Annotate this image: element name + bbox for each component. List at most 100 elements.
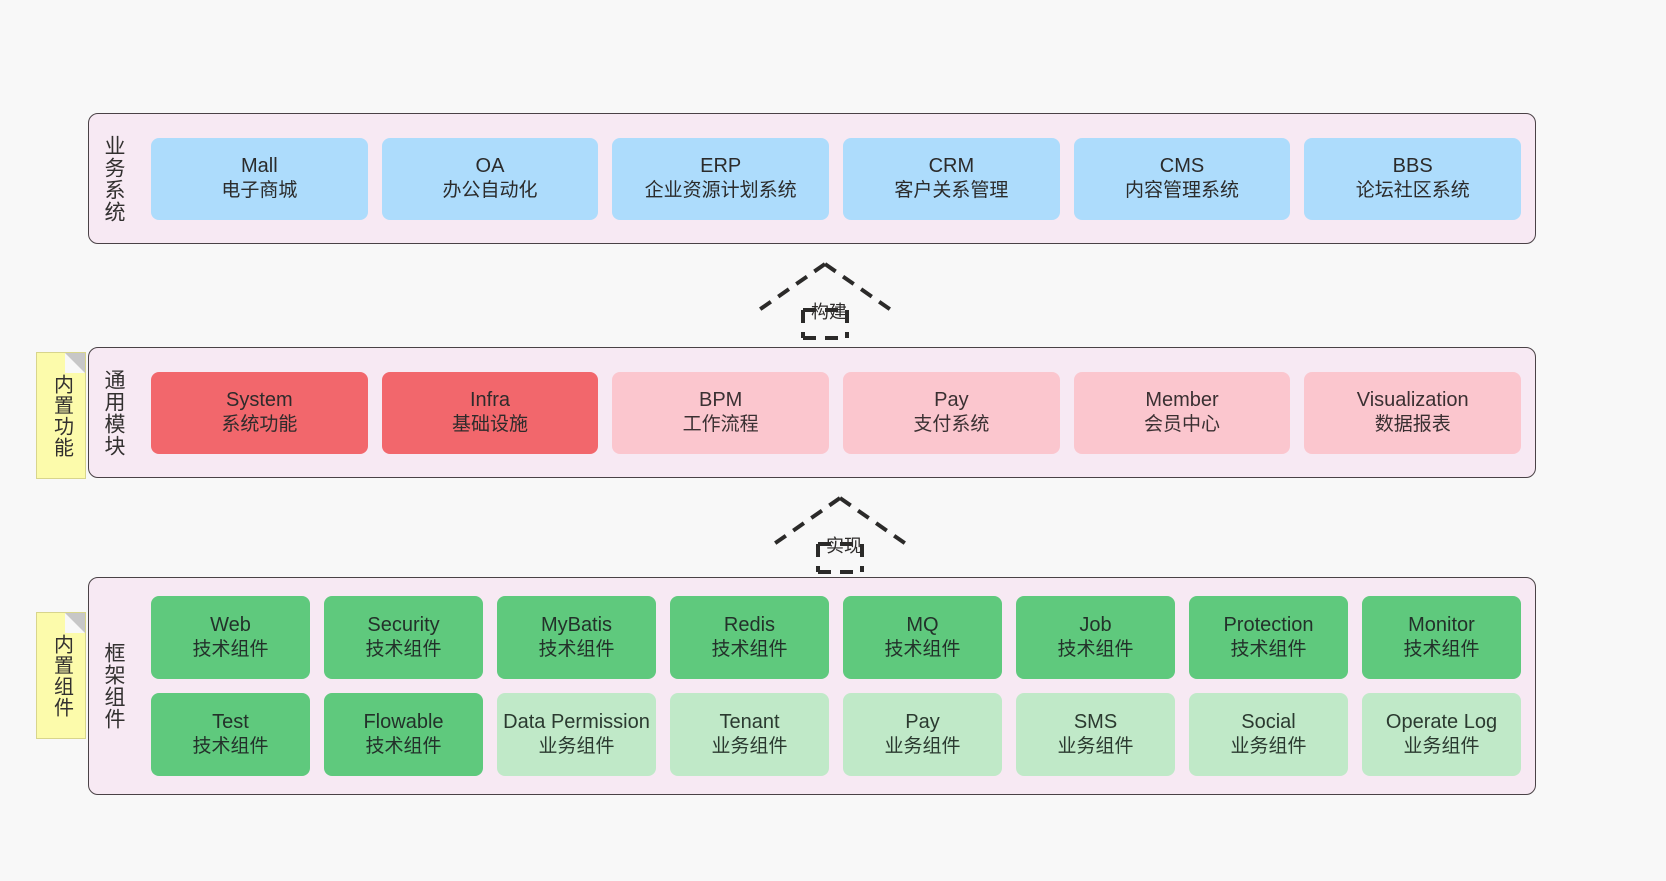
- module-card-name: SMS: [1073, 710, 1118, 733]
- module-card-name: Visualization: [1356, 388, 1469, 411]
- connector-build-label: 构建: [811, 302, 847, 322]
- module-card-desc: 业务组件: [538, 736, 615, 758]
- layer-body-common-modules: System 系统功能 Infra 基础设施 BPM 工作流程 Pay 支付系统 Member 会…: [137, 348, 1535, 477]
- module-card-desc: 会员中心: [1144, 414, 1221, 436]
- layer-common-modules: 通用模块 System 系统功能 Infra 基础设施 BPM 工作流程 Pay 支付系统 Me…: [88, 347, 1536, 478]
- module-card-name: MQ: [906, 613, 939, 636]
- module-card-name: ERP: [700, 154, 742, 177]
- module-card-desc: 技术组件: [1057, 639, 1134, 661]
- layer-title-business-systems: 业务系统: [101, 134, 125, 223]
- module-card-desc: 工作流程: [682, 414, 759, 436]
- module-card-desc: 系统功能: [221, 414, 298, 436]
- module-card-name: CMS: [1159, 154, 1205, 177]
- module-card-desc: 电子商城: [221, 180, 298, 202]
- module-card-desc: 企业资源计划系统: [644, 180, 797, 202]
- module-card-desc: 数据报表: [1374, 414, 1451, 436]
- module-card-name: Infra: [469, 388, 511, 411]
- module-card-social[interactable]: Social 业务组件: [1189, 693, 1348, 776]
- module-card-pay[interactable]: Pay 业务组件: [843, 693, 1002, 776]
- module-card-desc: 技术组件: [538, 639, 615, 661]
- module-card-desc: 客户关系管理: [894, 180, 1009, 202]
- module-card-desc: 技术组件: [1403, 639, 1480, 661]
- module-card-name: Web: [210, 613, 251, 636]
- module-card-desc: 业务组件: [1230, 736, 1307, 758]
- module-card-visualization[interactable]: Visualization 数据报表: [1304, 371, 1522, 454]
- module-card-cms[interactable]: CMS 内容管理系统: [1073, 137, 1291, 220]
- module-card-infra[interactable]: Infra 基础设施: [381, 371, 599, 454]
- module-card-test[interactable]: Test 技术组件: [151, 693, 310, 776]
- module-card-desc: 业务组件: [1057, 736, 1134, 758]
- module-card-name: Operate Log: [1385, 710, 1498, 733]
- module-card-desc: 技术组件: [365, 736, 442, 758]
- layer-title-framework-components: 框架组件: [101, 642, 125, 730]
- module-card-name: Data Permission: [503, 710, 650, 733]
- module-card-job[interactable]: Job 技术组件: [1016, 596, 1175, 679]
- module-card-mq[interactable]: MQ 技术组件: [843, 596, 1002, 679]
- module-card-name: Protection: [1223, 613, 1314, 636]
- module-card-desc: 支付系统: [913, 414, 990, 436]
- module-card-name: Social: [1241, 710, 1296, 733]
- connector-build: 构建: [755, 262, 905, 340]
- module-card-name: Redis: [723, 613, 776, 636]
- module-card-name: Tenant: [719, 710, 780, 733]
- module-card-name: CRM: [928, 154, 975, 177]
- module-card-name: System: [225, 388, 293, 411]
- note-builtin-features: 内置功能: [36, 352, 86, 479]
- module-card-name: Mall: [241, 154, 278, 177]
- module-card-mybatis[interactable]: MyBatis 技术组件: [497, 596, 656, 679]
- module-card-crm[interactable]: CRM 客户关系管理: [843, 137, 1060, 220]
- module-card-desc: 技术组件: [365, 639, 442, 661]
- connector-implement-label: 实现: [826, 536, 862, 556]
- module-card-name: Pay: [934, 388, 969, 411]
- module-card-tenant[interactable]: Tenant 业务组件: [670, 693, 829, 776]
- connector-implement: 实现: [770, 496, 920, 574]
- module-card-desc: 业务组件: [884, 736, 961, 758]
- module-card-data-permission[interactable]: Data Permission 业务组件: [497, 693, 656, 776]
- module-card-desc: 技术组件: [192, 639, 269, 661]
- module-card-name: Security: [367, 613, 440, 636]
- module-card-redis[interactable]: Redis 技术组件: [670, 596, 829, 679]
- module-card-system[interactable]: System 系统功能: [151, 371, 368, 454]
- module-card-name: Pay: [905, 710, 940, 733]
- module-card-name: Job: [1079, 613, 1112, 636]
- module-card-mall[interactable]: Mall 电子商城: [151, 137, 368, 220]
- module-card-name: MyBatis: [540, 613, 613, 636]
- module-card-name: BBS: [1392, 154, 1433, 177]
- note-builtin-components: 内置组件: [36, 612, 86, 739]
- module-card-desc: 论坛社区系统: [1355, 180, 1470, 202]
- module-card-web[interactable]: Web 技术组件: [151, 596, 310, 679]
- module-card-desc: 内容管理系统: [1125, 180, 1240, 202]
- module-card-desc: 技术组件: [711, 639, 788, 661]
- module-card-erp[interactable]: ERP 企业资源计划系统: [612, 137, 830, 220]
- module-card-desc: 基础设施: [452, 414, 529, 436]
- module-card-bbs[interactable]: BBS 论坛社区系统: [1304, 137, 1522, 220]
- note-builtin-features-label: 内置功能: [50, 373, 73, 458]
- module-card-pay[interactable]: Pay 支付系统: [843, 371, 1060, 454]
- module-card-name: Monitor: [1408, 613, 1475, 636]
- module-card-monitor[interactable]: Monitor 技术组件: [1362, 596, 1521, 679]
- module-card-desc: 技术组件: [192, 736, 269, 758]
- module-card-desc: 技术组件: [884, 639, 961, 661]
- layer-title-common-modules: 通用模块: [101, 368, 125, 457]
- module-row: System 系统功能 Infra 基础设施 BPM 工作流程 Pay 支付系统 Member 会…: [151, 371, 1522, 454]
- module-card-member[interactable]: Member 会员中心: [1073, 371, 1291, 454]
- module-card-sms[interactable]: SMS 业务组件: [1016, 693, 1175, 776]
- module-card-name: Member: [1145, 388, 1219, 411]
- module-card-name: BPM: [699, 388, 743, 411]
- module-card-name: OA: [475, 154, 505, 177]
- module-card-name: Test: [212, 710, 249, 733]
- module-card-desc: 业务组件: [711, 736, 788, 758]
- module-card-security[interactable]: Security 技术组件: [324, 596, 483, 679]
- module-card-bpm[interactable]: BPM 工作流程: [612, 371, 830, 454]
